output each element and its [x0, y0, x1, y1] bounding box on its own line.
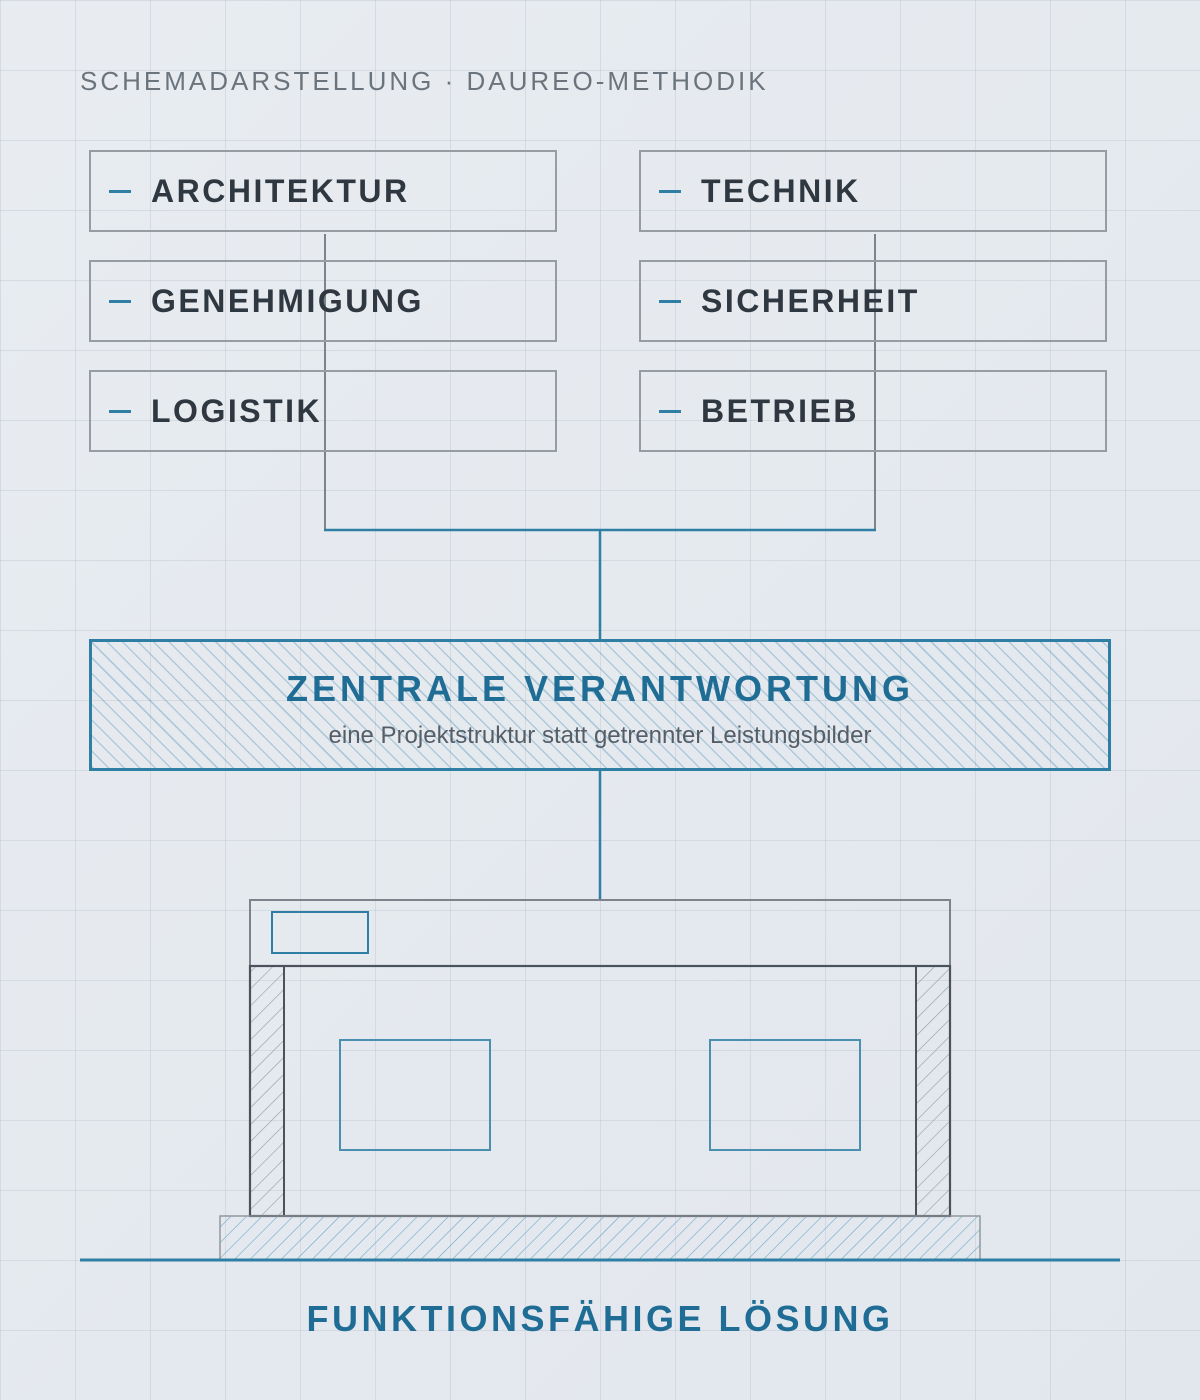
dash-marker [109, 299, 131, 303]
central-title: ZENTRALE VERANTWORTUNG [286, 668, 914, 709]
discipline-architektur: ARCHITEKTUR [89, 150, 557, 232]
discipline-technik: TECHNIK [639, 150, 1107, 232]
dash-marker [659, 189, 681, 193]
foundation [219, 1215, 981, 1261]
diagram-heading: SCHEMADARSTELLUNG · DAUREO-METHODIK [80, 66, 769, 96]
discipline-label: SICHERHEIT [701, 282, 920, 319]
right-wall [915, 965, 951, 1217]
dash-marker [659, 299, 681, 303]
discipline-label: TECHNIK [701, 172, 861, 209]
result-label: FUNKTIONSFÄHIGE LÖSUNG [306, 1298, 894, 1339]
left-wall [249, 965, 285, 1217]
discipline-label: GENEHMIGUNG [151, 282, 424, 319]
discipline-genehmigung: GENEHMIGUNG [89, 260, 557, 342]
discipline-label: LOGISTIK [151, 392, 323, 429]
discipline-logistik: LOGISTIK [89, 370, 557, 452]
window-right [709, 1039, 861, 1151]
central-responsibility-box: ZENTRALE VERANTWORTUNG eine Projektstruk… [89, 639, 1111, 771]
dash-marker [109, 409, 131, 413]
window-left [339, 1039, 491, 1151]
central-subtitle: eine Projektstruktur statt getrennter Le… [328, 722, 872, 749]
discipline-label: ARCHITEKTUR [151, 172, 410, 209]
dash-marker [659, 409, 681, 413]
dash-marker [109, 189, 131, 193]
building-sketch [219, 899, 981, 1261]
discipline-label: BETRIEB [701, 392, 859, 429]
discipline-sicherheit: SICHERHEIT [639, 260, 1107, 342]
roof-sign [271, 911, 369, 954]
discipline-betrieb: BETRIEB [639, 370, 1107, 452]
